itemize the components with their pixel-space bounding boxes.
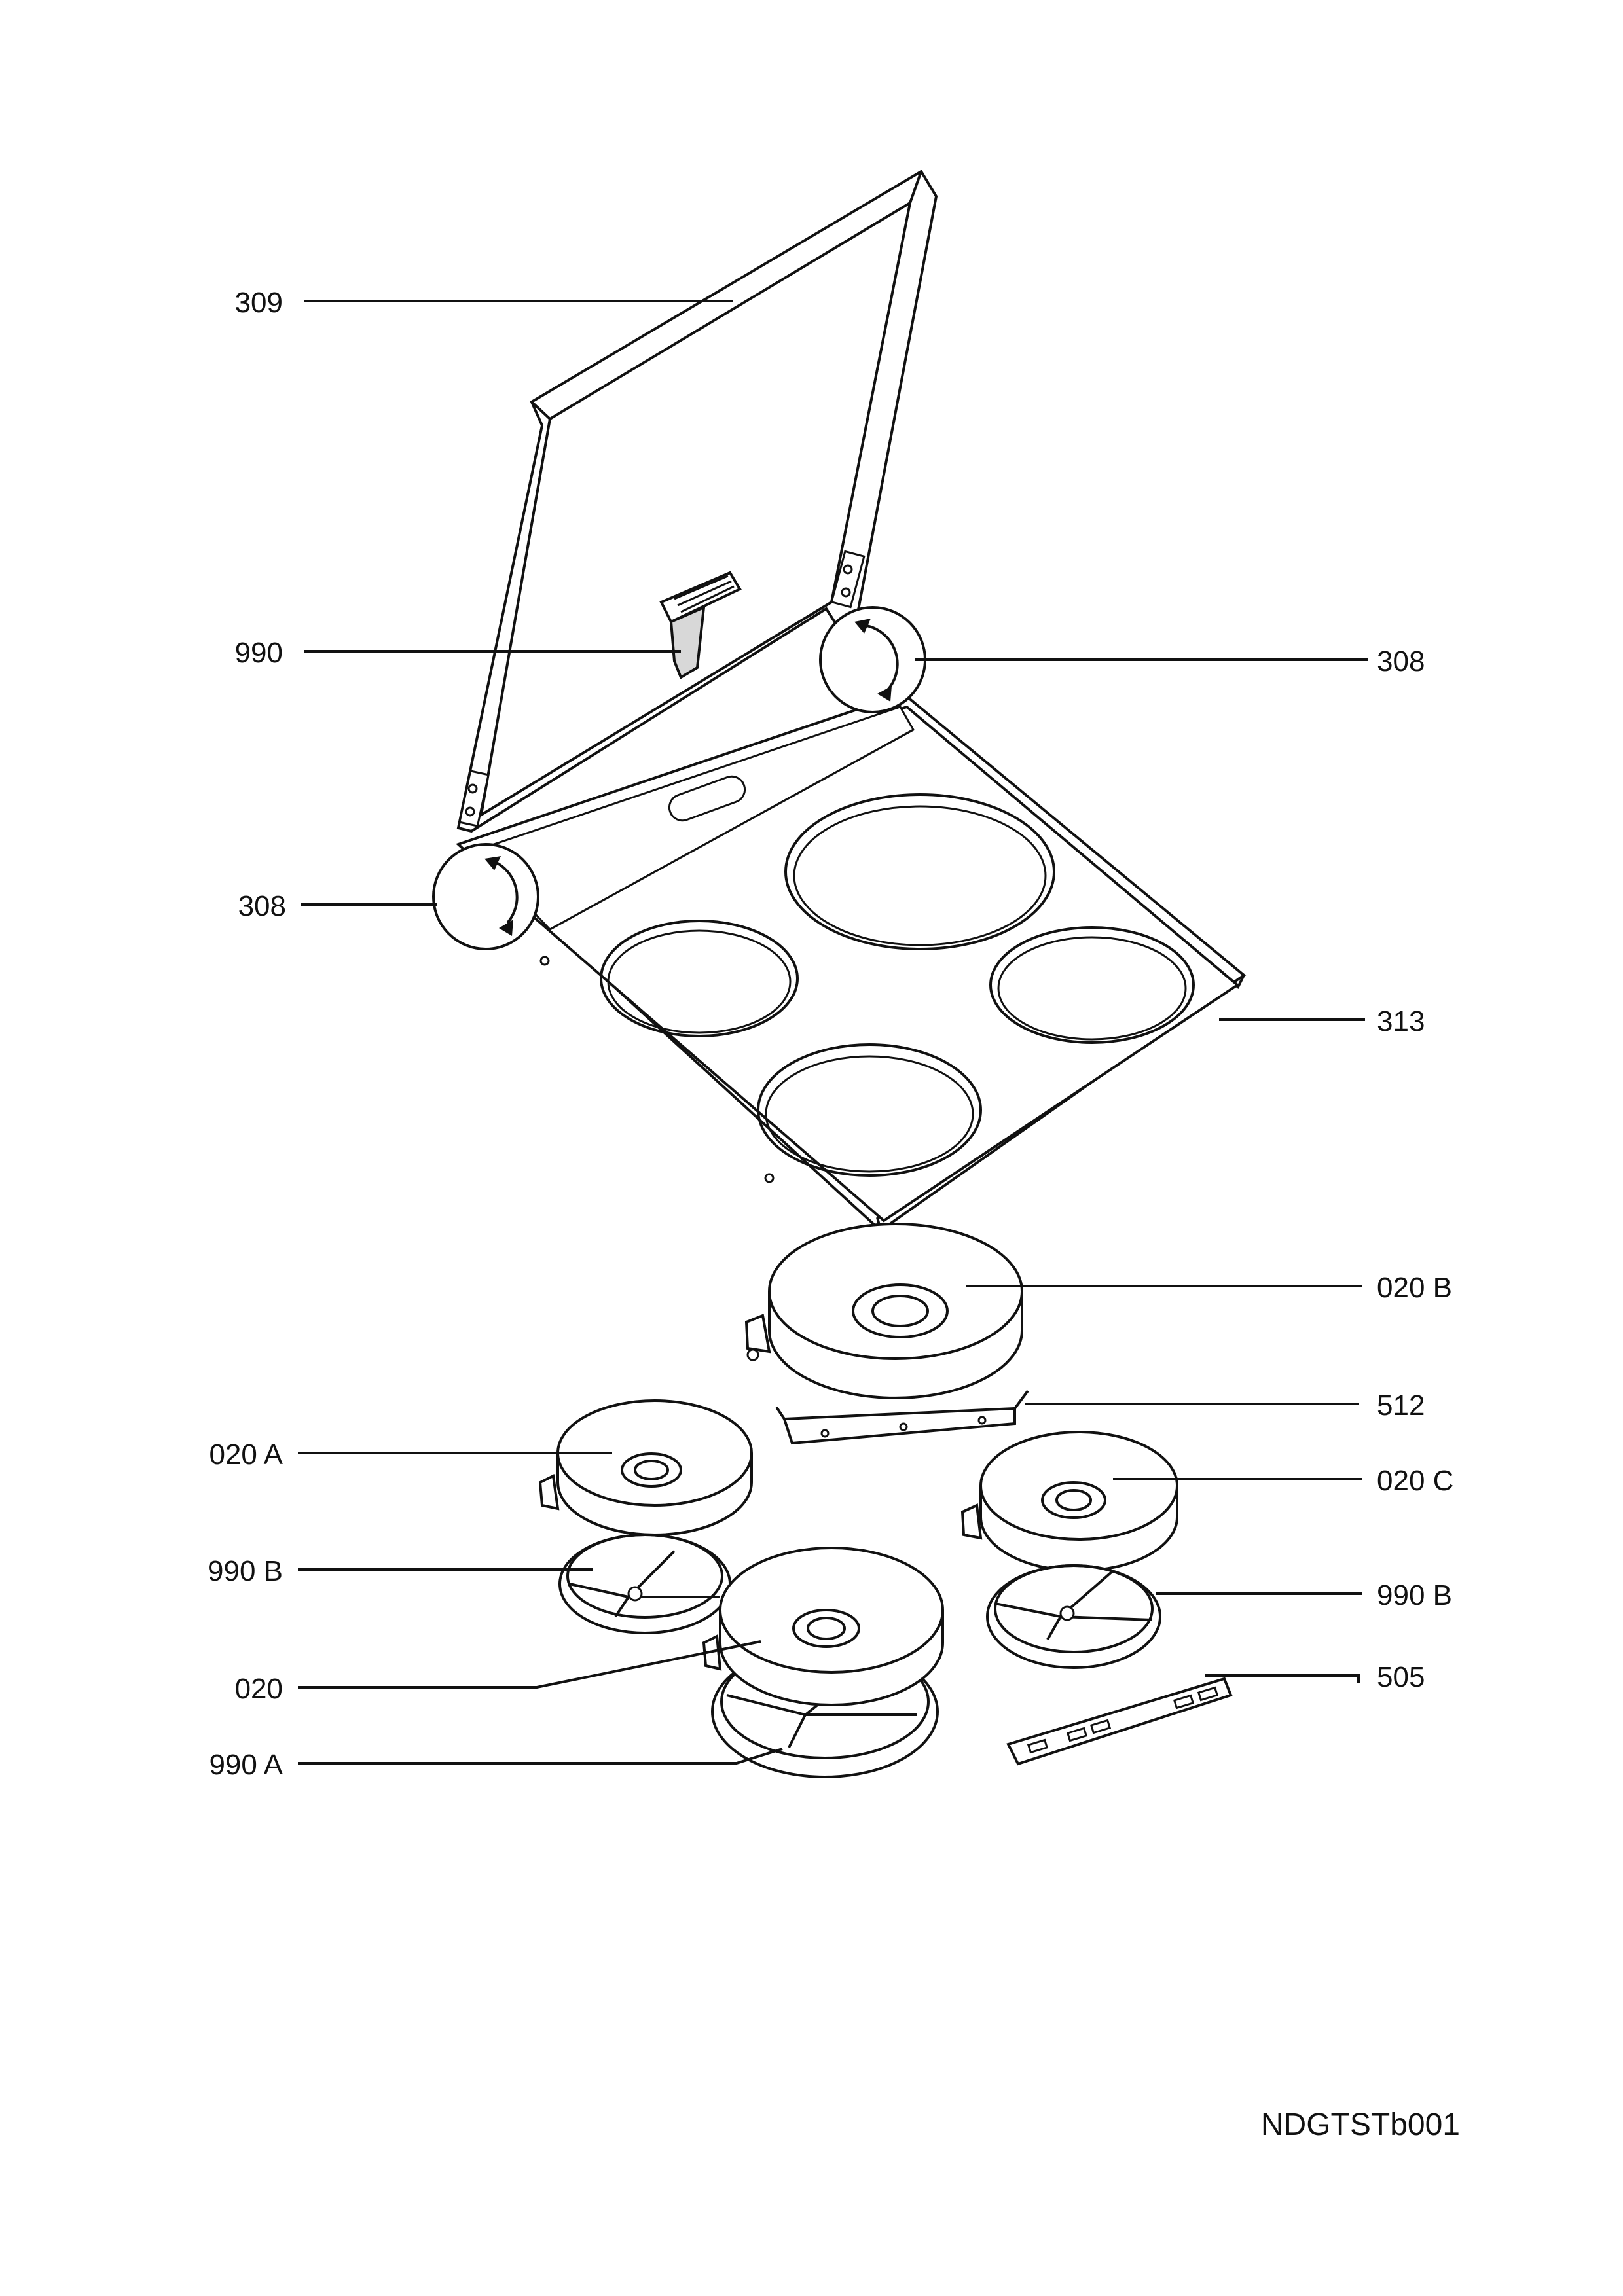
label-505: 505 [1377, 1661, 1425, 1693]
hob-frame [456, 692, 1247, 1232]
label-990a: 990 A [209, 1749, 283, 1781]
label-313: 313 [1377, 1005, 1425, 1037]
hinge-right [819, 606, 926, 713]
glass-lid [456, 170, 938, 833]
label-512: 512 [1377, 1390, 1425, 1422]
label-990: 990 [235, 637, 283, 669]
label-990b-right: 990 B [1377, 1579, 1452, 1611]
label-308-right: 308 [1377, 645, 1425, 677]
label-020a: 020 A [209, 1439, 283, 1471]
label-308-left: 308 [238, 890, 286, 922]
bracket-990b-right [986, 1564, 1161, 1669]
label-990b-left: 990 B [208, 1555, 283, 1587]
hinge-left [432, 843, 539, 950]
support-strip-512 [775, 1390, 1029, 1445]
hotplate-020c [960, 1431, 1178, 1572]
lid-support-bracket [659, 571, 742, 679]
hotplate-020a [538, 1399, 753, 1536]
leader-lines [298, 300, 1368, 1765]
hotplate-020b [744, 1223, 1023, 1399]
label-020c: 020 C [1377, 1465, 1453, 1497]
label-309: 309 [235, 287, 283, 319]
drawing-code: NDGTSTb001 [1261, 2108, 1460, 2142]
hotplate-020 [702, 1547, 944, 1706]
label-020b: 020 B [1377, 1272, 1452, 1304]
bracket-990b-left [558, 1534, 731, 1634]
terminal-strip-505 [1006, 1677, 1233, 1766]
label-020: 020 [235, 1673, 283, 1705]
